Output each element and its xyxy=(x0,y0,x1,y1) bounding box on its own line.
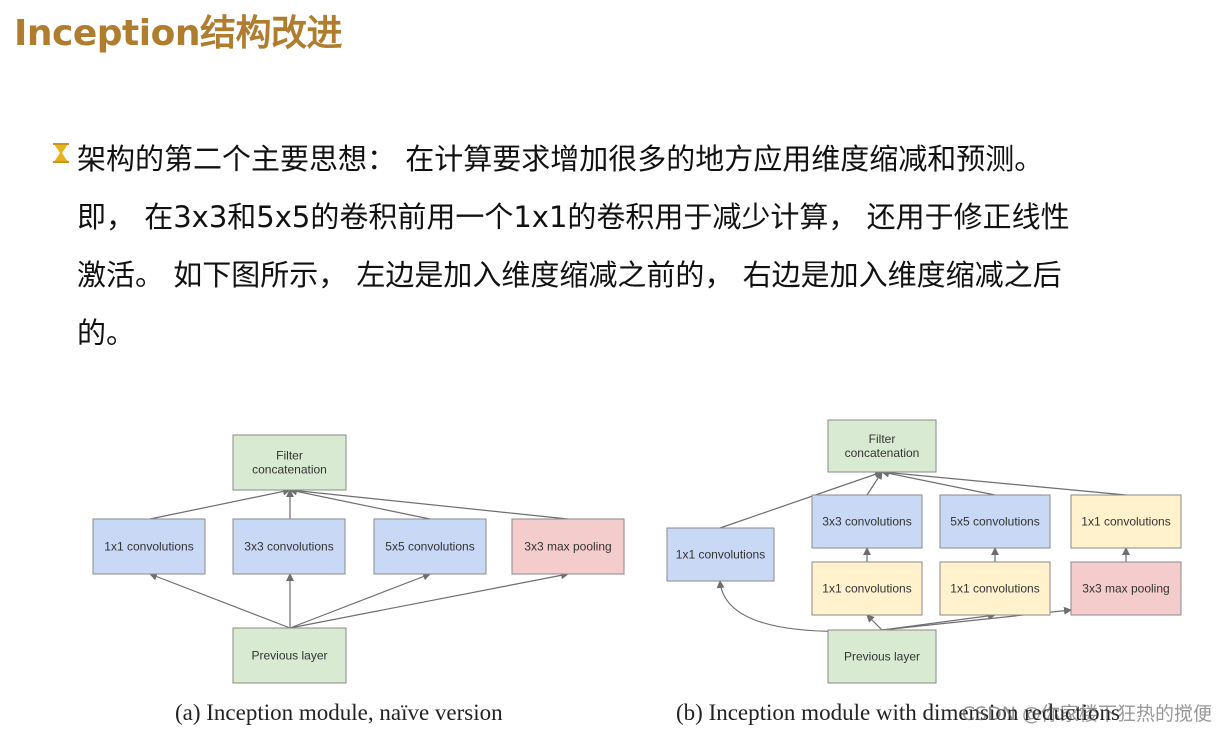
node-box xyxy=(811,561,923,616)
node-label: 5x5 convolutions xyxy=(385,540,474,554)
edge-arrow xyxy=(881,469,996,496)
node-box xyxy=(1070,494,1182,549)
node-box xyxy=(511,518,625,575)
hourglass-icon xyxy=(53,143,69,163)
node-label: 3x3 convolutions xyxy=(822,515,911,529)
node-b-3x3: 3x3 convolutions xyxy=(811,494,923,549)
bullet-line: 架构的第二个主要思想： 在计算要求增加很多的地方应用维度缩减和预测。 xyxy=(77,142,1044,176)
node-box xyxy=(827,419,937,473)
node-label: 3x3 convolutions xyxy=(244,540,333,554)
node-label: Previous layer xyxy=(251,649,327,663)
edge-arrow xyxy=(149,572,291,629)
node-box xyxy=(232,518,346,575)
node-label: 1x1 convolutions xyxy=(104,540,193,554)
node-box xyxy=(232,627,347,684)
diagram-edges xyxy=(149,468,1130,633)
edge-arrow xyxy=(289,487,431,520)
node-box xyxy=(827,629,937,684)
node-a-pool: 3x3 max pooling xyxy=(511,518,625,575)
node-label: Previous layer xyxy=(844,650,920,664)
node-b-1x1: 1x1 convolutions xyxy=(666,527,775,582)
node-box xyxy=(939,561,1051,616)
node-box xyxy=(1070,561,1182,616)
node-label: 1x1 convolutions xyxy=(676,548,765,562)
node-label: concatenation xyxy=(252,463,327,477)
node-label: concatenation xyxy=(845,446,920,460)
node-label: 5x5 convolutions xyxy=(950,515,1039,529)
node-box xyxy=(666,527,775,582)
node-label: 3x3 max pooling xyxy=(524,540,611,554)
edge-arrow xyxy=(866,471,883,496)
node-box xyxy=(939,494,1051,549)
node-a-1x1: 1x1 convolutions xyxy=(92,518,206,575)
node-box xyxy=(232,434,347,491)
node-a-3x3: 3x3 convolutions xyxy=(232,518,346,575)
node-a-5x5: 5x5 convolutions xyxy=(373,518,487,575)
watermark: CSDN @你家楼下狂热的搅便 xyxy=(962,703,1212,725)
bullet-paragraph: 架构的第二个主要思想： 在计算要求增加很多的地方应用维度缩减和预测。 即， 在3… xyxy=(77,130,1222,362)
diagram-captions: (a) Inception module, naïve version (b) I… xyxy=(175,700,1120,725)
edge-arrow xyxy=(719,470,883,529)
edge-arrow xyxy=(866,614,883,631)
bullet-line: 的。 xyxy=(77,316,136,350)
edge-arrow xyxy=(881,468,1127,496)
edge-arrow xyxy=(289,571,569,629)
node-label: Filter xyxy=(276,449,303,463)
node-b-5x5: 5x5 convolutions xyxy=(939,494,1051,549)
node-b-1x1-red5: 1x1 convolutions xyxy=(939,561,1051,616)
diagram-caption-naive: (a) Inception module, naïve version xyxy=(175,700,503,725)
node-box xyxy=(811,494,923,549)
node-b-prev: Previous layer xyxy=(827,629,937,684)
diagram-caption-dimred: (b) Inception module with dimension redu… xyxy=(676,700,1120,725)
node-box xyxy=(373,518,487,575)
node-label: 1x1 convolutions xyxy=(950,582,1039,596)
edge-arrow xyxy=(289,572,431,629)
node-a-prev: Previous layer xyxy=(232,627,347,684)
node-label: 1x1 convolutions xyxy=(1081,515,1170,529)
node-b-1x1-top: 1x1 convolutions xyxy=(1070,494,1182,549)
bullet-line: 激活。 如下图所示， 左边是加入维度缩减之前的， 右边是加入维度缩减之后 xyxy=(77,258,1062,292)
node-label: 3x3 max pooling xyxy=(1082,582,1169,596)
slide-title: Inception结构改进 xyxy=(14,13,342,54)
node-b-1x1-red3: 1x1 convolutions xyxy=(811,561,923,616)
bullet-line: 即， 在3x3和5x5的卷积前用一个1x1的卷积用于减少计算， 还用于修正线性 xyxy=(77,200,1070,234)
edge-arrow xyxy=(149,487,291,520)
edge-arrow xyxy=(289,486,569,520)
node-b-pool: 3x3 max pooling xyxy=(1070,561,1182,616)
node-box xyxy=(92,518,206,575)
node-label: Filter xyxy=(869,432,896,446)
node-label: 1x1 convolutions xyxy=(822,582,911,596)
